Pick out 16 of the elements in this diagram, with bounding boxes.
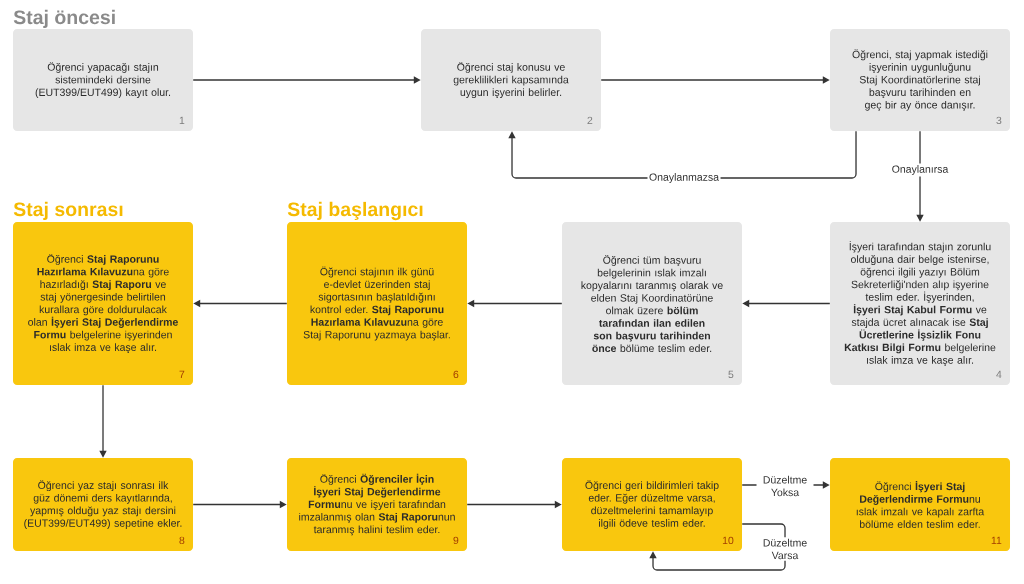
step-number: 5 (728, 370, 734, 379)
step-number: 3 (996, 116, 1002, 125)
edge-label: Düzeltme Varsa (756, 537, 814, 561)
edge-label: Onaylanmazsa (647, 171, 721, 185)
step-number: 11 (991, 536, 1002, 544)
arrow (649, 523, 786, 571)
edge-label: Düzeltme Yoksa (756, 474, 814, 498)
step-number: 10 (722, 536, 734, 545)
edge-label: Onaylanırsa (890, 163, 950, 177)
step-number: 2 (587, 116, 593, 124)
step-number: 8 (179, 536, 185, 545)
step-number: 7 (179, 370, 185, 378)
step-number: 1 (179, 116, 185, 124)
step-number: 6 (453, 370, 459, 379)
step-number: 4 (996, 370, 1002, 378)
step-number: 9 (453, 536, 459, 545)
